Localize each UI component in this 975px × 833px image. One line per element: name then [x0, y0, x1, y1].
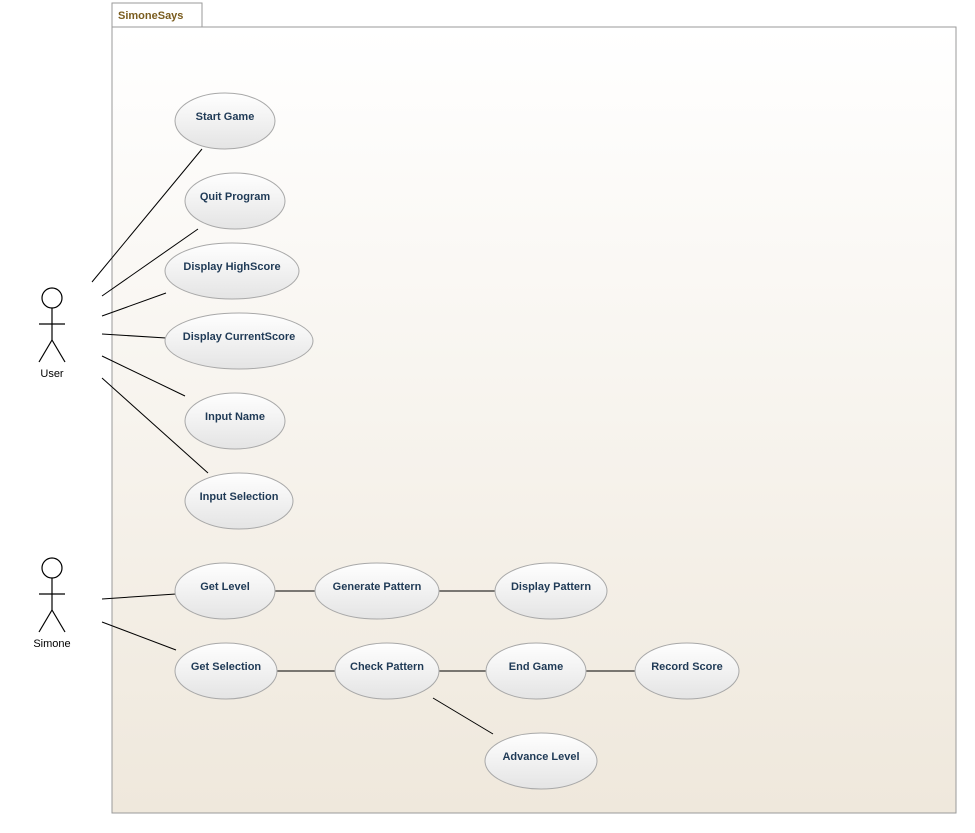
use-case-label: Get Selection — [191, 661, 262, 673]
use-case-get-selection[interactable]: Get Selection — [174, 642, 278, 700]
use-case-ellipse — [184, 172, 286, 230]
use-case-display-pattern[interactable]: Display Pattern — [494, 562, 608, 620]
use-case-label: Display HighScore — [183, 261, 280, 273]
association-user-to-input-selection — [101, 377, 209, 474]
use-case-label: Advance Level — [502, 751, 579, 763]
association-check-pattern-to-advance-level — [432, 697, 494, 735]
actor-left-leg — [38, 339, 53, 363]
associations — [91, 148, 635, 735]
use-case-label: Record Score — [651, 661, 723, 673]
use-case-ellipse — [634, 642, 740, 700]
use-case-ellipse — [164, 312, 314, 370]
use-case-generate-pattern[interactable]: Generate Pattern — [314, 562, 440, 620]
use-case-get-level[interactable]: Get Level — [174, 562, 276, 620]
use-case-label: Get Level — [200, 581, 250, 593]
system-name: SimoneSays — [118, 10, 183, 22]
use-case-label: Display CurrentScore — [183, 331, 295, 343]
use-case-label: Input Selection — [200, 491, 279, 503]
use-case-label: Display Pattern — [511, 581, 591, 593]
use-case-display-highscore[interactable]: Display HighScore — [164, 242, 300, 300]
use-case-ellipse — [494, 562, 608, 620]
use-case-ellipse — [314, 562, 440, 620]
association-user-to-quit-program — [101, 228, 199, 297]
actor-right-leg — [51, 609, 66, 633]
use-case-label: Check Pattern — [350, 661, 424, 673]
association-simone-to-get-selection — [101, 621, 177, 651]
use-case-label: Start Game — [196, 111, 255, 123]
use-case-advance-level[interactable]: Advance Level — [484, 732, 598, 790]
actor-left-leg — [38, 609, 53, 633]
actor-right-leg — [51, 339, 66, 363]
association-user-to-input-name — [101, 355, 186, 397]
use-case-end-game[interactable]: End Game — [485, 642, 587, 700]
actor-label: Simone — [33, 638, 70, 650]
use-case-quit-program[interactable]: Quit Program — [184, 172, 286, 230]
use-case-input-name[interactable]: Input Name — [184, 392, 286, 450]
use-case-label: Input Name — [205, 411, 265, 423]
use-case-ellipse — [174, 642, 278, 700]
use-case-label: Generate Pattern — [333, 581, 422, 593]
use-case-ellipse — [174, 562, 276, 620]
use-case-label: End Game — [509, 661, 563, 673]
actor-label: User — [40, 368, 64, 380]
system-tab — [111, 2, 203, 28]
use-case-ellipse — [334, 642, 440, 700]
use-case-label: Quit Program — [200, 191, 271, 203]
use-case-input-selection[interactable]: Input Selection — [184, 472, 294, 530]
use-case-ellipse — [484, 732, 598, 790]
use-case-ellipse — [184, 472, 294, 530]
association-user-to-start-game — [91, 148, 203, 283]
use-case-check-pattern[interactable]: Check Pattern — [334, 642, 440, 700]
association-simone-to-get-level — [101, 593, 177, 600]
actor-head-icon — [41, 287, 63, 309]
use-case-ellipse — [184, 392, 286, 450]
use-case-ellipse — [174, 92, 276, 150]
actor-head-icon — [41, 557, 63, 579]
use-case-display-currentscore[interactable]: Display CurrentScore — [164, 312, 314, 370]
actor-simone[interactable]: Simone — [33, 557, 71, 650]
actor-user[interactable]: User — [38, 287, 66, 380]
use-case-ellipse — [164, 242, 300, 300]
association-user-to-display-highscore — [101, 292, 167, 317]
use-case-record-score[interactable]: Record Score — [634, 642, 740, 700]
use-case-start-game[interactable]: Start Game — [174, 92, 276, 150]
association-user-to-display-currentscore — [101, 333, 167, 339]
use-case-ellipse — [485, 642, 587, 700]
